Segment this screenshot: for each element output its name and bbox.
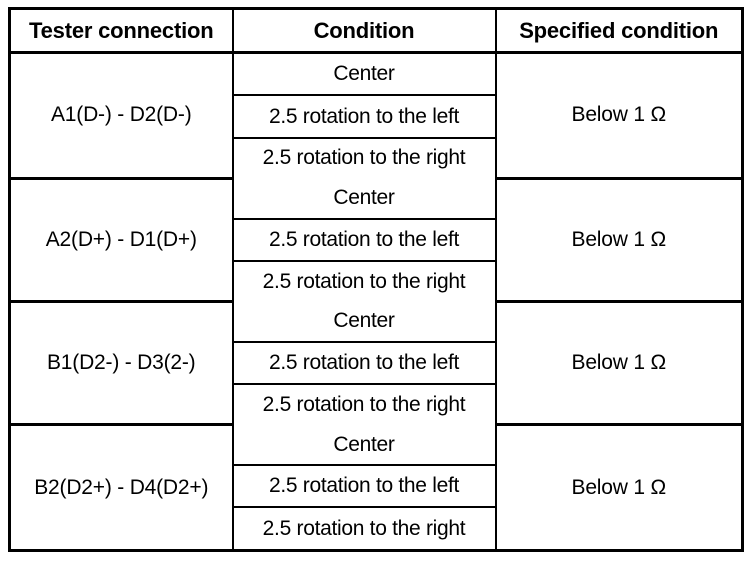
cell-specified-condition: Below 1 Ω (571, 103, 667, 127)
cell-condition: 2.5 rotation to the left (232, 94, 497, 138)
cell-condition: 2.5 rotation to the right (232, 506, 497, 551)
cell-tester-connection: A1(D-) - D2(D-) (9, 52, 234, 179)
cell-condition: Center (232, 52, 497, 96)
cell-tester-connection: B1(D2-) - D3(2-) (9, 299, 234, 425)
cell-specified-condition: Below 1 Ω (495, 423, 743, 551)
table-row: 2.5 rotation to the left (10, 464, 743, 508)
table-row: 2.5 rotation to the right (10, 383, 743, 425)
spec-table-container: Tester connection Condition Specified co… (8, 7, 744, 552)
cell-tester-connection: B2(D2+) - D4(D2+) (9, 423, 234, 551)
cell-condition: 2.5 rotation to the right (232, 136, 497, 179)
cell-tester-connection: A2(D+) - D1(D+) (9, 176, 234, 302)
table-row: 2.5 rotation to the left (10, 341, 743, 385)
table-row: 2.5 rotation to the right (10, 136, 743, 179)
cell-specified-condition: Below 1 Ω (495, 299, 743, 425)
column-header-condition: Condition (232, 8, 497, 54)
column-header-specified-condition: Specified condition (495, 8, 743, 54)
table-row: 2.5 rotation to the right (10, 259, 743, 302)
specification-table: Tester connection Condition Specified co… (8, 7, 744, 552)
cell-condition: 2.5 rotation to the left (232, 464, 497, 508)
cell-specified-condition: Below 1 Ω (495, 176, 743, 302)
cell-condition: 2.5 rotation to the left (232, 217, 497, 261)
table-body: A1(D-) - D2(D-) Center Below 1 Ω 2.5 rot… (9, 52, 743, 551)
table-row: B2(D2+) - D4(D2+) Center Below 1 Ω (9, 423, 743, 551)
table-row: 2.5 rotation to the left (10, 94, 743, 138)
table-header: Tester connection Condition Specified co… (9, 8, 743, 54)
table-row: A2(D+) - D1(D+) Center Below 1 Ω (9, 176, 743, 302)
table-row: 2.5 rotation to the left (10, 217, 743, 261)
cell-condition: Center (232, 424, 497, 466)
table-row: B1(D2-) - D3(2-) Center Below 1 Ω (9, 299, 743, 425)
cell-condition: 2.5 rotation to the right (232, 259, 497, 302)
cell-condition: Center (232, 178, 497, 219)
cell-condition: 2.5 rotation to the left (232, 341, 497, 385)
table-row: A1(D-) - D2(D-) Center Below 1 Ω (9, 52, 743, 179)
cell-condition: Center (232, 301, 497, 343)
header-row: Tester connection Condition Specified co… (9, 8, 743, 54)
table-row: 2.5 rotation to the right (10, 506, 743, 551)
cell-condition: 2.5 rotation to the right (232, 383, 497, 425)
column-header-tester-connection: Tester connection (9, 8, 234, 54)
